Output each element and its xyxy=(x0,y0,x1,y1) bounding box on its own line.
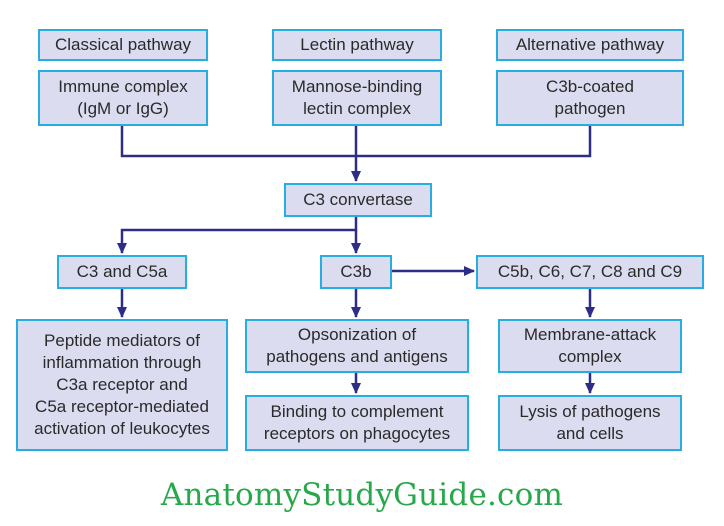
complement-receptors-box: Binding to complement receptors on phago… xyxy=(245,395,469,451)
mannose-binding-box: Mannose-binding lectin complex xyxy=(272,70,442,126)
immune-complex-box: Immune complex (IgM or IgG) xyxy=(38,70,208,126)
opsonization-box: Opsonization of pathogens and antigens xyxy=(245,319,469,373)
watermark-text: AnatomyStudyGuide.com xyxy=(160,477,564,513)
membrane-attack-complex-box: Membrane-attack complex xyxy=(498,319,682,373)
peptide-mediators-box: Peptide mediators of inflammation throug… xyxy=(16,319,228,451)
c3b-box: C3b xyxy=(320,255,392,289)
lysis-box: Lysis of pathogens and cells xyxy=(498,395,682,451)
split-line xyxy=(117,217,358,254)
classical-pathway-box: Classical pathway xyxy=(38,29,208,61)
c3-convertase-box: C3 convertase xyxy=(284,183,432,217)
c3b-coated-pathogen-box: C3b-coated pathogen xyxy=(496,70,684,126)
alternative-pathway-box: Alternative pathway xyxy=(496,29,684,61)
lectin-pathway-box: Lectin pathway xyxy=(272,29,442,61)
c5b-c9-box: C5b, C6, C7, C8 and C9 xyxy=(476,255,704,289)
c3-and-c5a-box: C3 and C5a xyxy=(57,255,187,289)
